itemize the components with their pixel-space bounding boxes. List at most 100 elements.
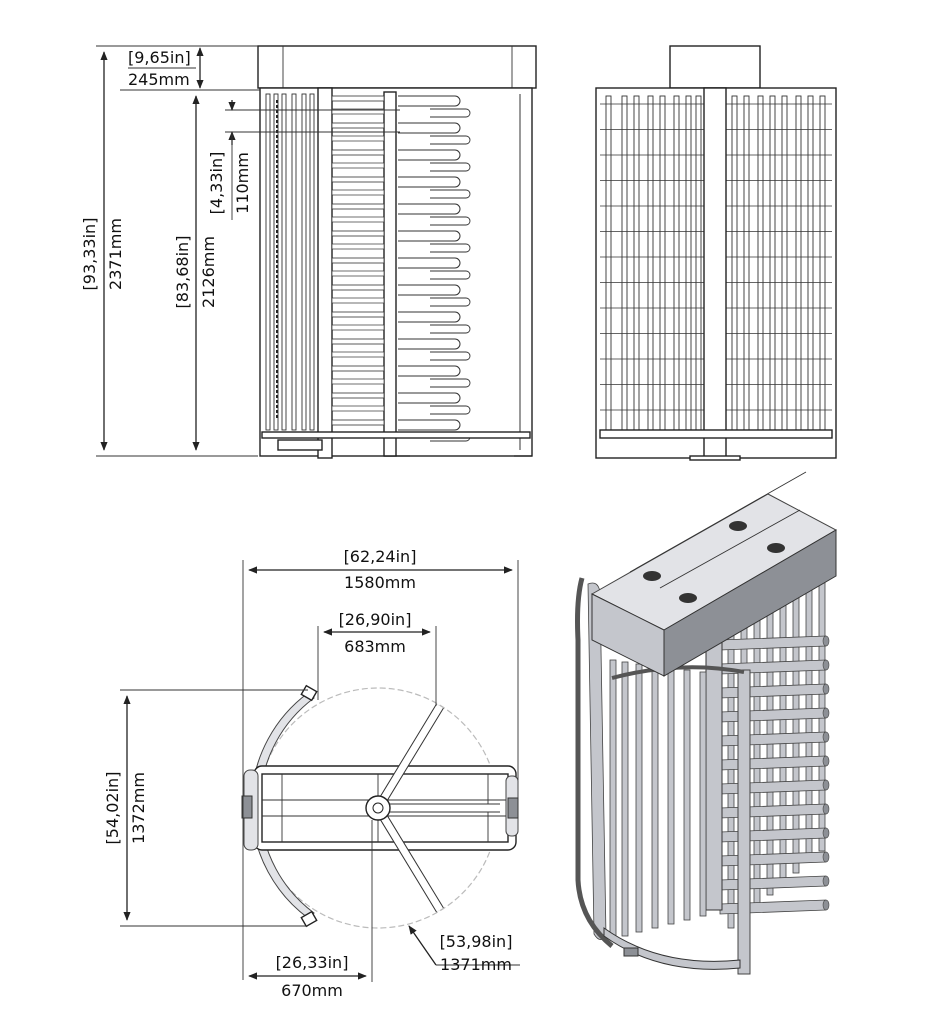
rotor-arm [398,338,461,350]
rotor-arm-rear [430,162,471,172]
cage-bar [731,95,738,431]
cage-bar [795,95,802,431]
fixed-bar [331,135,385,142]
cage-bar [743,95,750,431]
rotor-arm-rear [430,135,471,145]
iso-arm-end [822,899,830,911]
iso-arm-end [822,635,830,647]
fixed-bar [331,338,385,345]
rotor-arm-rear [430,351,471,361]
front-dimensions: [93,33in] 2371mm [83,68in] 2126mm [9,65i… [80,45,400,457]
iso-top-box [590,471,838,677]
iso-arm [719,851,827,867]
top-box-in: [9,65in] [128,48,191,67]
rotor-arm [398,203,461,215]
iso-arm-end [822,755,830,767]
rotor-arm-rear [430,324,471,334]
arm-spacing-in: [4,33in] [207,152,226,215]
fixed-bar [331,365,385,372]
front-bar [667,667,675,925]
fixed-bar [331,405,385,412]
cage-bar [695,95,702,431]
passage-width-in: [26,90in] [339,610,412,629]
rotor-arm [398,284,461,296]
cage-bar [807,95,814,431]
rotor-arm [398,122,461,134]
inner-height-mm: 2126mm [199,236,218,308]
top-view [241,684,519,929]
cage-bar [633,95,640,431]
rotor-arm [398,257,461,269]
front-bar [609,659,617,941]
fixed-bar [331,162,385,169]
fixed-bar [331,108,385,115]
fixed-bar [331,351,385,358]
cage-bar [685,95,692,431]
fixed-bar [331,216,385,223]
cage-bar [291,93,297,431]
fixed-bar [331,95,385,102]
iso-arm [719,899,827,915]
fixed-bar [331,284,385,291]
rotor-arm-rear [430,378,471,388]
front-left-cage [265,93,315,431]
iso-rotor-arms [719,635,830,915]
cage-bar [673,95,680,431]
iso-arm-end [822,683,830,695]
isometric-view [575,471,838,975]
cage-bar [781,95,788,431]
offset-in: [26,33in] [276,953,349,972]
depth-in: [54,02in] [103,772,122,845]
rotor-arm [398,392,461,404]
rotor-arm [398,230,461,242]
fixed-bar [331,324,385,331]
front-rotor-arms [331,94,521,450]
cage-bar [265,93,271,431]
cage-bar [819,95,826,431]
overall-width-mm: 1580mm [344,573,416,592]
rotor-arm [398,365,461,377]
rotor-arm [398,95,461,107]
rotor-arm-rear [430,405,471,415]
overall-width-in: [62,24in] [344,547,417,566]
rotor-arm-rear [430,270,471,280]
iso-arm-end [822,659,830,671]
rotor-arm-rear [430,108,471,118]
front-top-box [257,45,537,89]
back-bar [766,606,774,896]
cage-bar [659,95,666,431]
total-height-in: [93,33in] [80,218,99,291]
front-bar [683,669,691,921]
iso-arm-end [822,731,830,743]
iso-arm-end [822,851,830,863]
iso-arm-end [822,803,830,815]
iso-arm-end [822,875,830,887]
iso-arm-end [822,827,830,839]
rotor-arm [398,419,461,431]
cage-bar [309,93,315,431]
iso-arm-end [822,707,830,719]
fixed-bar [331,243,385,250]
fixed-bar [331,122,385,129]
fixed-bar [331,149,385,156]
fixed-bar [331,311,385,318]
rotor-diameter-mm: 1371mm [440,955,512,974]
cage-bar [301,93,307,431]
rotor-arm [398,176,461,188]
side-top-box [669,45,761,89]
fixed-bar [331,230,385,237]
top-dimensions: [62,24in] 1580mm [26,90in] 683mm [54,02i… [103,547,520,1000]
side-view [595,45,837,461]
inner-height-in: [83,68in] [173,236,192,309]
fixed-bar [331,203,385,210]
fixed-bar [331,257,385,264]
front-bar [621,661,629,937]
cage-bar [647,95,654,431]
cage-bar [281,93,287,431]
front-bar [699,671,707,917]
fixed-bar [331,392,385,399]
cage-bar [769,95,776,431]
cage-bar [757,95,764,431]
total-height-mm: 2371mm [106,218,125,290]
